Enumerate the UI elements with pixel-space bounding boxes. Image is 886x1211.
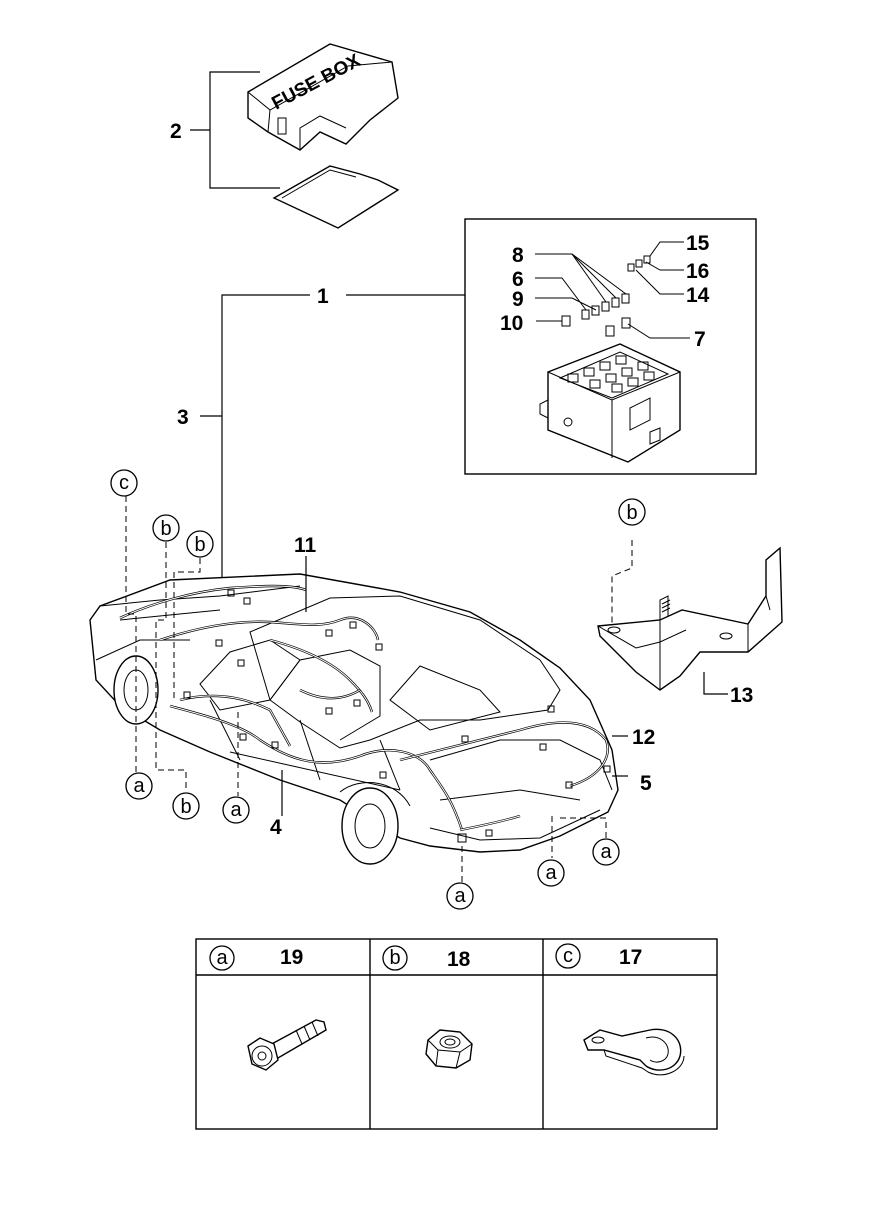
- marker-b-car-bottom: b: [172, 792, 200, 820]
- callout-10: 10: [500, 312, 523, 335]
- marker-b-car-top2: b: [186, 530, 214, 558]
- callout-12: 12: [632, 726, 655, 749]
- svg-text:c: c: [119, 472, 129, 494]
- callout-1: 1: [317, 285, 329, 308]
- callout-16: 16: [686, 260, 709, 283]
- clip-icon: [583, 1028, 685, 1076]
- marker-a-car-trunk: a: [537, 859, 565, 887]
- bolt-icon: [247, 1019, 327, 1071]
- marker-b-bracket: b: [618, 498, 646, 526]
- callout-9: 9: [512, 288, 524, 311]
- svg-text:b: b: [160, 518, 171, 540]
- callout-8: 8: [512, 244, 524, 267]
- callout-2: 2: [170, 120, 182, 143]
- svg-text:a: a: [545, 862, 557, 884]
- callout-7: 7: [694, 328, 706, 351]
- callout-13: 13: [730, 684, 753, 707]
- part-number-17: 17: [619, 946, 642, 969]
- svg-text:a: a: [454, 885, 466, 907]
- nut-icon: [425, 1029, 473, 1069]
- callout-11: 11: [294, 534, 317, 557]
- fuse-block: [539, 343, 681, 463]
- callout-4: 4: [270, 816, 282, 839]
- marker-c-car: c: [110, 469, 138, 497]
- table-marker-b: [382, 945, 408, 971]
- relay-box-detail-frame: [464, 218, 757, 475]
- svg-text:c: c: [563, 945, 573, 967]
- svg-text:b: b: [194, 534, 205, 556]
- svg-text:a: a: [216, 947, 228, 969]
- callout-3: 3: [177, 406, 189, 429]
- fuse-box-cover: FUSE BOX: [247, 43, 399, 151]
- svg-text:b: b: [389, 947, 400, 969]
- marker-a-car-bumper: a: [592, 838, 620, 866]
- bracket: [597, 546, 783, 691]
- callout-14: 14: [686, 284, 710, 307]
- marker-a-car-rear: a: [446, 882, 474, 910]
- svg-text:b: b: [626, 502, 637, 524]
- callout-15: 15: [686, 232, 710, 255]
- wiring-harness: [119, 584, 611, 843]
- part-number-19: 19: [280, 946, 303, 969]
- fuse-box-gasket: [272, 165, 400, 229]
- callout-5: 5: [640, 772, 652, 795]
- part-number-18: 18: [447, 948, 471, 971]
- table-marker-a: [209, 945, 235, 971]
- marker-b-car-top: b: [152, 514, 180, 542]
- callout-6: 6: [512, 268, 524, 291]
- table-marker-c: [555, 943, 581, 969]
- marker-a-car-mid: a: [222, 796, 250, 824]
- fastener-table: a 19 b 18 c 17: [195, 938, 718, 1130]
- marker-a-car-front: a: [125, 772, 153, 800]
- svg-text:a: a: [600, 841, 612, 863]
- svg-text:a: a: [133, 775, 145, 797]
- svg-text:b: b: [180, 796, 191, 818]
- svg-text:a: a: [230, 799, 242, 821]
